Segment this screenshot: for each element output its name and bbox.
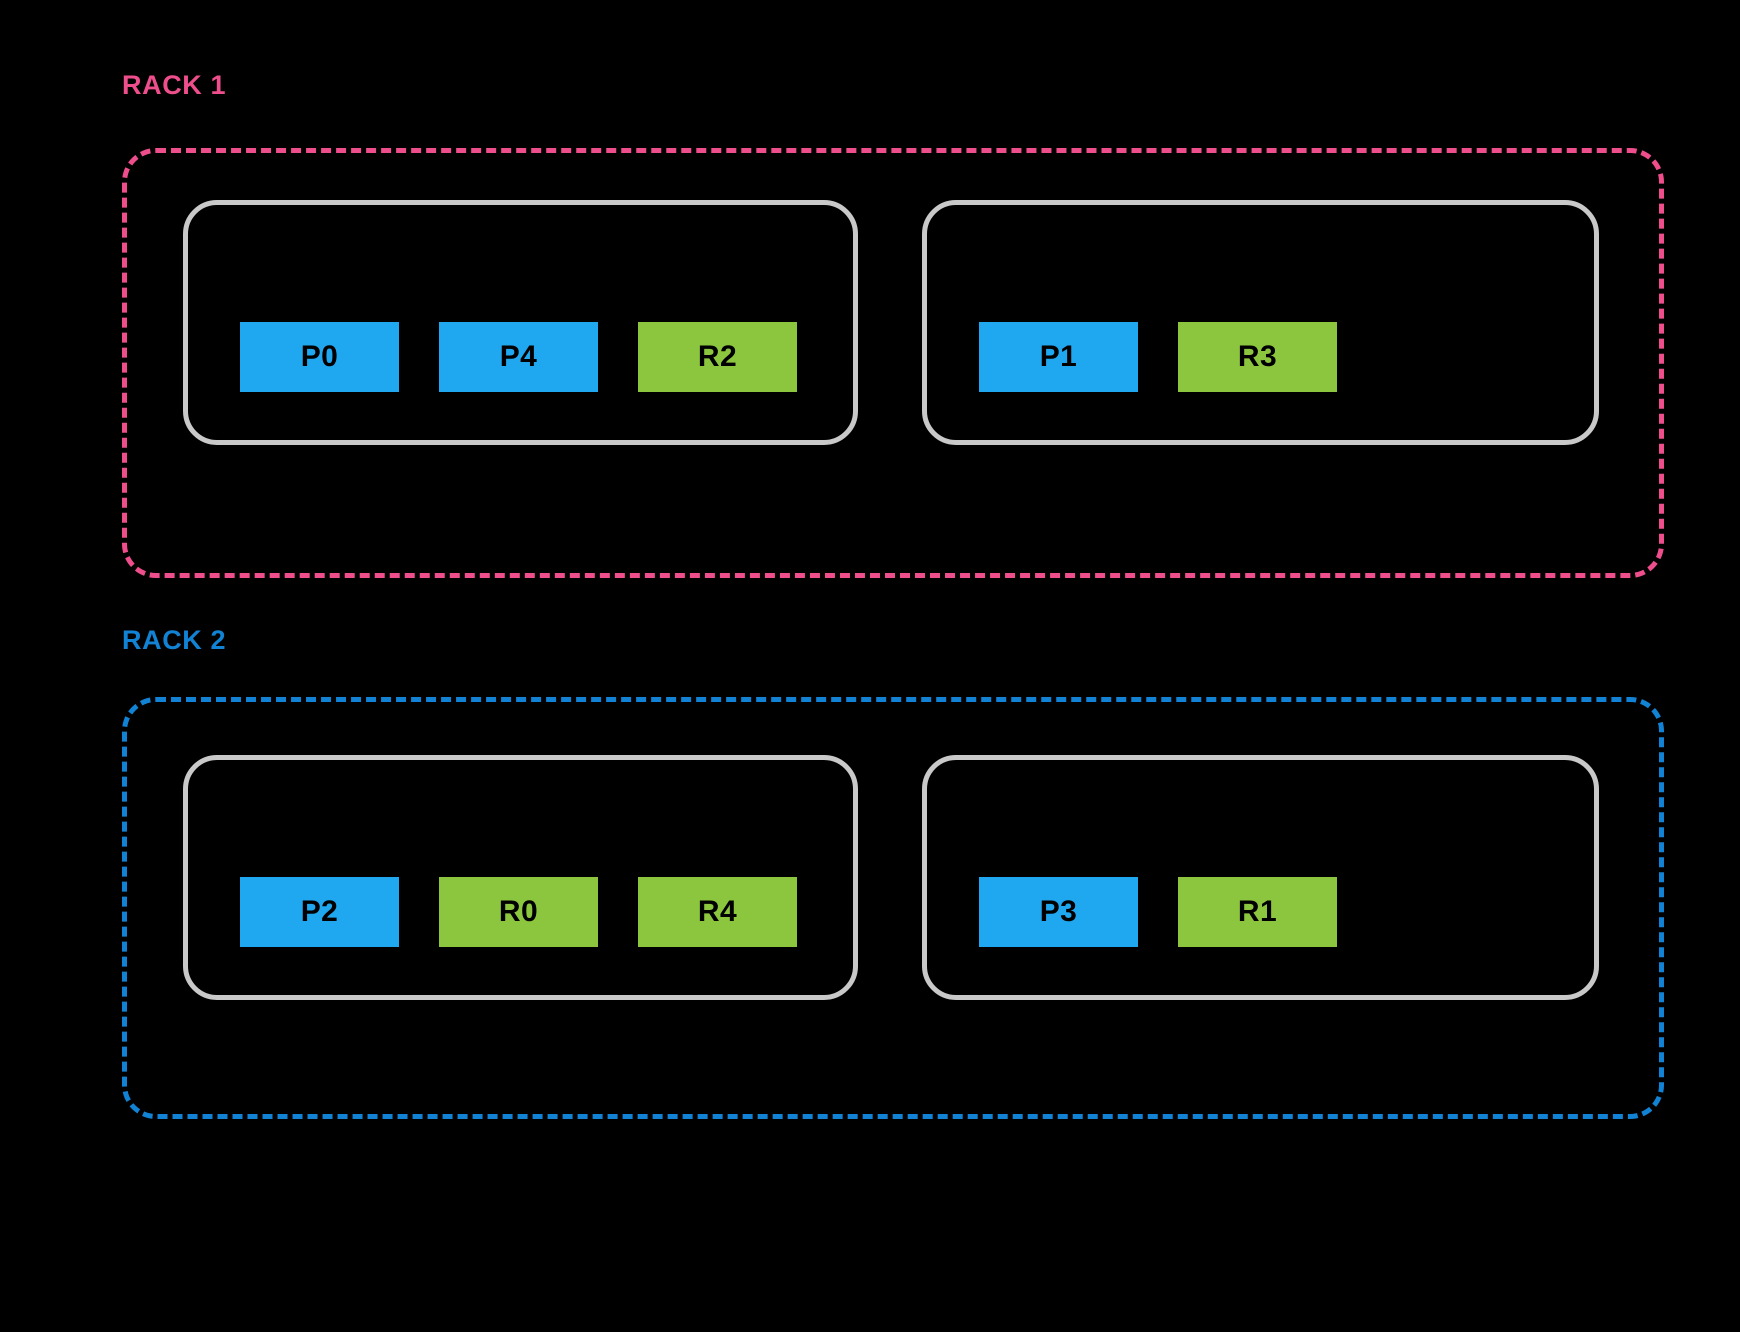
chip-r0[interactable]: R0	[439, 877, 598, 947]
chip-p1[interactable]: P1	[979, 322, 1138, 392]
rack-label-2: RACK 2	[122, 625, 227, 655]
node-chip-row: P0 P4 R2	[188, 322, 853, 392]
chip-p4[interactable]: P4	[439, 322, 598, 392]
node-box-rack1-node2: P1 R3	[922, 200, 1599, 445]
chip-r2[interactable]: R2	[638, 322, 797, 392]
chip-p0[interactable]: P0	[240, 322, 399, 392]
node-box-rack2-node1: P2 R0 R4	[183, 755, 858, 1000]
chip-p2[interactable]: P2	[240, 877, 399, 947]
rack-label-1: RACK 1	[122, 70, 227, 100]
node-chip-row: P3 R1	[927, 877, 1594, 947]
chip-r1[interactable]: R1	[1178, 877, 1337, 947]
node-chip-row: P2 R0 R4	[188, 877, 853, 947]
chip-r4[interactable]: R4	[638, 877, 797, 947]
rack-boundary-1	[122, 148, 1664, 578]
rack-boundary-2	[122, 697, 1664, 1119]
chip-r3[interactable]: R3	[1178, 322, 1337, 392]
node-box-rack1-node1: P0 P4 R2	[183, 200, 858, 445]
node-box-rack2-node2: P3 R1	[922, 755, 1599, 1000]
chip-p3[interactable]: P3	[979, 877, 1138, 947]
node-chip-row: P1 R3	[927, 322, 1594, 392]
